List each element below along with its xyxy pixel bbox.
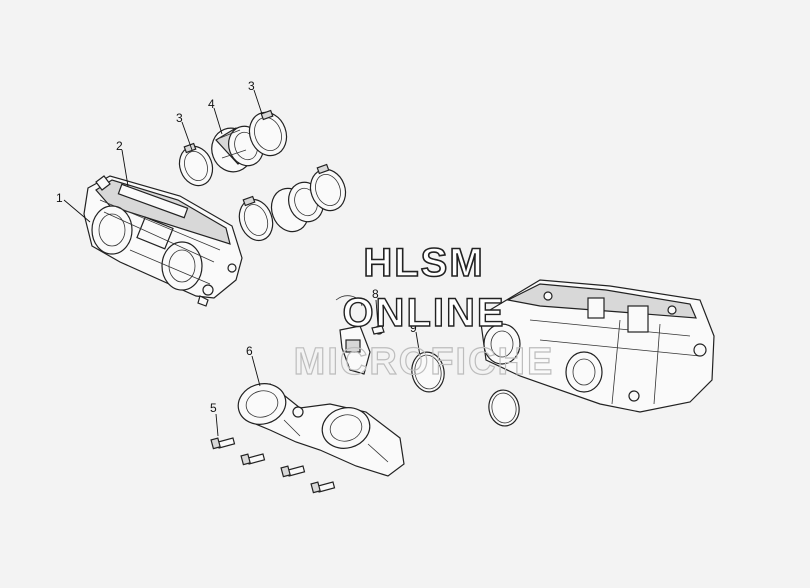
bolt: [240, 453, 266, 466]
callout-3-right: 3: [248, 79, 255, 93]
callout-6: 6: [246, 344, 253, 358]
bolt: [310, 481, 336, 494]
throttle-body: [83, 175, 243, 307]
clamp-left-upper: [178, 142, 214, 187]
callout-4: 4: [208, 97, 215, 111]
bolts: [210, 437, 336, 494]
o-ring-lower: [488, 389, 520, 427]
callouts: 1 2 3 4 3 5 6 8 9: [56, 79, 417, 415]
callout-2: 2: [116, 139, 123, 153]
boot-upper: [211, 125, 264, 173]
callout-8: 8: [372, 287, 379, 301]
watermark-line-3: MICROFICHE: [294, 341, 555, 383]
intake-manifold: [237, 383, 405, 477]
cylinder-head: [479, 279, 715, 413]
o-ring-upper: [411, 351, 445, 393]
watermark-line-2: ONLINE: [342, 291, 505, 335]
clamp-left-lower: [238, 195, 274, 242]
sensor: [335, 295, 385, 375]
callout-5: 5: [210, 401, 217, 415]
clamp-right-lower: [309, 163, 347, 212]
watermark-line-1: HLSM: [363, 241, 484, 285]
callout-9: 9: [410, 321, 417, 335]
callout-3-left: 3: [176, 111, 183, 125]
bolt: [280, 465, 306, 478]
clamp-right-upper: [248, 109, 288, 157]
bolt: [210, 437, 236, 450]
callout-1: 1: [56, 191, 63, 205]
watermark: HLSM ONLINE MICROFICHE: [293, 240, 555, 383]
leader-lines: [63, 89, 421, 437]
